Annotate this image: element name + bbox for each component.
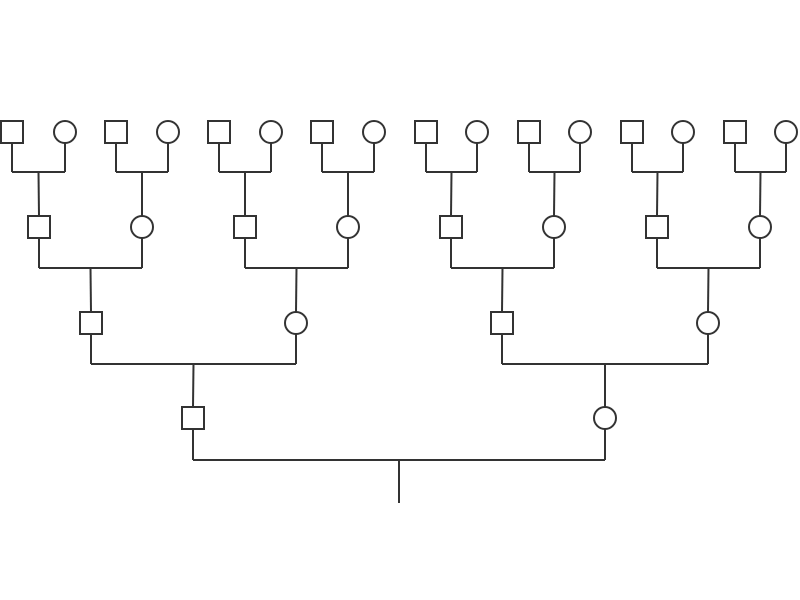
male-square-symbol [620,120,644,144]
female-circle-symbol [774,120,798,144]
connector-lines [11,143,787,503]
descent-line [450,171,453,217]
male-square-symbol [79,311,103,335]
descent-line [192,363,195,408]
descent-line [707,267,710,313]
female-circle-symbol [130,215,154,239]
male-square-symbol [439,215,463,239]
female-circle-symbol [259,120,283,144]
descent-line [759,171,762,217]
descent-line [89,267,92,313]
male-square-symbol [645,215,669,239]
male-square-symbol [723,120,747,144]
individual-symbols [0,120,798,430]
female-circle-symbol [336,215,360,239]
female-circle-symbol [53,120,77,144]
female-circle-symbol [465,120,489,144]
male-square-symbol [104,120,128,144]
male-square-symbol [517,120,541,144]
female-circle-symbol [671,120,695,144]
female-circle-symbol [156,120,180,144]
descent-line [37,171,40,217]
descent-line [553,171,556,217]
descent-line [501,267,504,313]
female-circle-symbol [568,120,592,144]
male-square-symbol [207,120,231,144]
male-square-symbol [0,120,24,144]
female-circle-symbol [362,120,386,144]
female-circle-symbol [748,215,772,239]
female-circle-symbol [542,215,566,239]
male-square-symbol [233,215,257,239]
male-square-symbol [414,120,438,144]
female-circle-symbol [284,311,308,335]
male-square-symbol [490,311,514,335]
descent-line [656,171,659,217]
female-circle-symbol [593,406,617,430]
male-square-symbol [181,406,205,430]
female-circle-symbol [696,311,720,335]
male-square-symbol [310,120,334,144]
descent-line [295,267,298,313]
male-square-symbol [27,215,51,239]
